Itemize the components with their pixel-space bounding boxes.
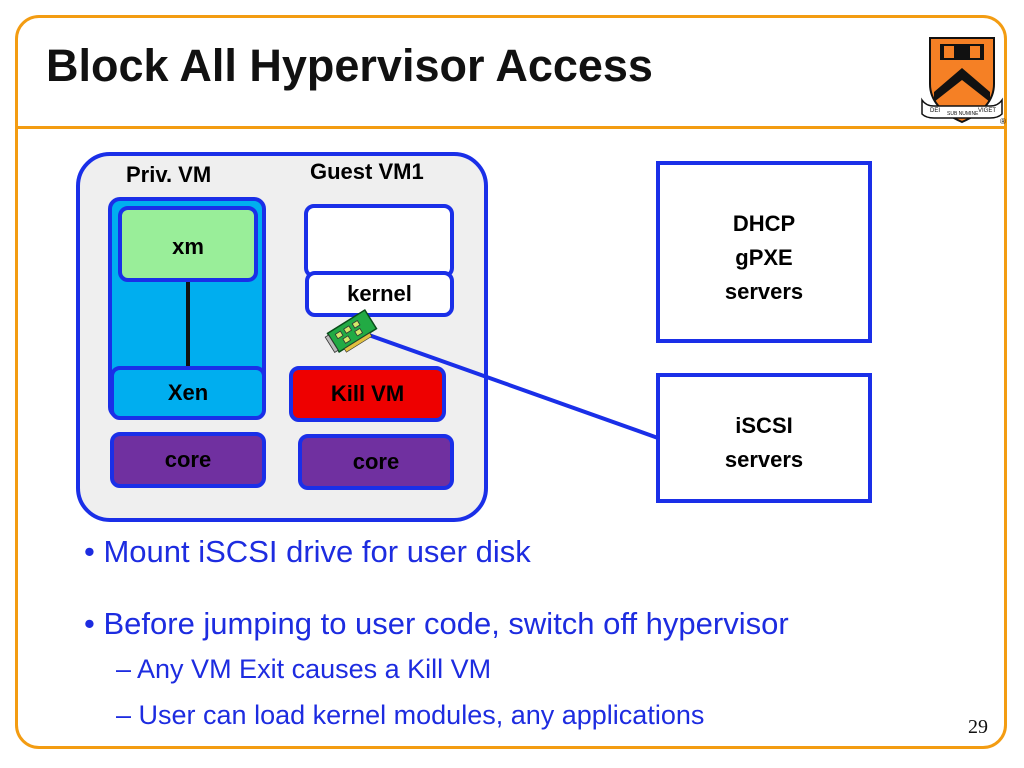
- slide-title: Block All Hypervisor Access: [46, 40, 653, 91]
- priv-vm-label: Priv. VM: [126, 162, 212, 187]
- guest-vm-label: Guest VM1: [310, 159, 424, 184]
- kernel-box: kernel: [305, 271, 454, 317]
- core-right-box: core: [298, 434, 454, 490]
- kill-vm-box: Kill VM: [289, 366, 446, 422]
- xm-xen-connector: [186, 282, 190, 368]
- bullet-2-text: Before jumping to user code, switch off …: [103, 606, 789, 641]
- dhcp-server-line-1: DHCP: [732, 211, 796, 236]
- sub-bullet-1: – Any VM Exit causes a Kill VM: [116, 654, 492, 684]
- iscsi-connection-line: [365, 332, 659, 440]
- page-number: 29: [968, 716, 988, 738]
- bullet-1: • Mount iSCSI drive for user disk: [84, 534, 531, 569]
- dhcp-server-box: DHCP gPXE servers: [656, 161, 872, 343]
- title-divider: [18, 126, 1006, 129]
- dhcp-server-line-2: gPXE: [735, 245, 793, 270]
- logo-banner-right: VIGET: [978, 108, 996, 114]
- network-card-icon: [324, 308, 378, 354]
- iscsi-server-line-2: servers: [724, 447, 804, 472]
- princeton-shield-logo: DEI SUB NUMINE VIGET ®: [921, 37, 1006, 126]
- dhcp-server-line-3: servers: [724, 279, 804, 304]
- xen-box: Xen: [110, 366, 266, 420]
- core-left-box: core: [110, 432, 266, 488]
- iscsi-server-line-1: iSCSI: [735, 413, 793, 438]
- logo-banner-left: DEI: [930, 108, 940, 114]
- sub-bullet-1-text: Any VM Exit causes a Kill VM: [137, 654, 492, 684]
- logo-trademark: ®: [1000, 117, 1006, 126]
- xm-box: xm: [118, 206, 258, 282]
- bullet-1-text: Mount iSCSI drive for user disk: [103, 534, 531, 569]
- logo-banner-center: SUB NUMINE: [947, 111, 979, 117]
- slide-frame: [15, 15, 1007, 749]
- sub-bullet-2-text: User can load kernel modules, any applic…: [138, 700, 705, 730]
- sub-bullet-2: – User can load kernel modules, any appl…: [116, 700, 705, 730]
- bullet-2: • Before jumping to user code, switch of…: [84, 606, 789, 641]
- guest-userspace-box: [304, 204, 454, 278]
